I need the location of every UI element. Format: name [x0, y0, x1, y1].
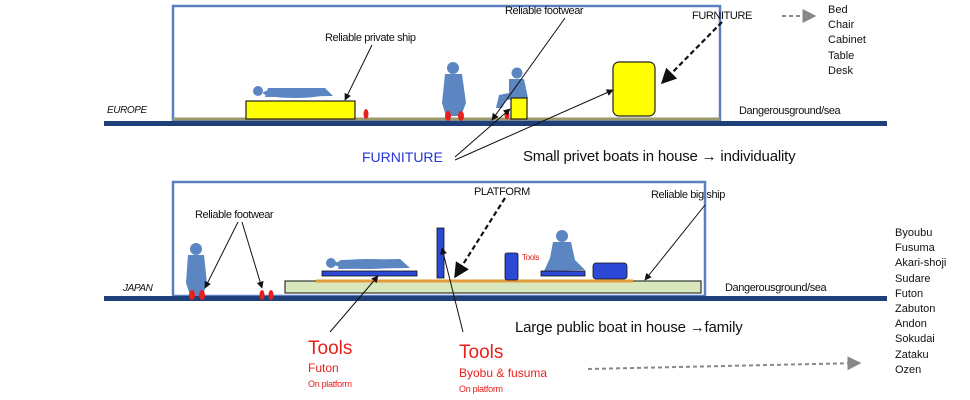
europe-standing-figure — [442, 62, 466, 116]
japan-item: Zataku — [895, 348, 929, 361]
japan-zabuton — [540, 270, 586, 277]
europe-ship-pointer — [344, 44, 373, 101]
japan-item: Andon — [895, 318, 927, 331]
japan-sleeping-figure — [326, 258, 410, 269]
europe-furniture-dashed-arrow — [660, 21, 723, 85]
furniture-item: Table — [828, 49, 855, 62]
japan-caption: Large public boat in house →family — [515, 319, 743, 336]
japan-shoe-3 — [259, 290, 265, 300]
europe-footwear-pointer — [491, 17, 566, 121]
japan-tool-stand — [504, 252, 519, 281]
japan-items-list: Byoubu Fusuma Akari-shoji Sudare Futon Z… — [895, 226, 946, 378]
japan-footwear-pointer-2 — [241, 221, 264, 289]
japan-standing-figure — [186, 243, 207, 295]
japan-platform — [284, 280, 702, 294]
japan-futon — [321, 270, 418, 277]
europe-furniture-heading: FURNITURE — [692, 10, 752, 22]
europe-region-label: EUROPE — [107, 105, 147, 116]
europe-cabinet — [612, 61, 656, 117]
japan-region-label: JAPAN — [123, 283, 153, 294]
japan-tools-byobu-pointer — [440, 247, 464, 333]
japan-shoe-1 — [189, 290, 195, 300]
japan-item: Sokudai — [895, 333, 935, 346]
europe-furniture-to-cabinet — [454, 89, 614, 161]
japan-ground-label: Dangerousground/sea — [725, 282, 827, 294]
europe-seated-figure — [496, 67, 528, 108]
tools-byobu-note: On platform — [459, 384, 503, 394]
europe-caption: Small privet boats in house → individual… — [523, 148, 796, 165]
europe-chair — [510, 97, 528, 120]
japan-footwear-label: Reliable footwear — [195, 209, 274, 221]
japan-platform-label: PLATFORM — [474, 186, 530, 198]
japan-item: Ozen — [895, 363, 922, 376]
furniture-item: Chair — [828, 19, 855, 32]
tools-futon-note: On platform — [308, 379, 352, 389]
europe-shoe-2 — [445, 111, 451, 121]
japan-ship-label: Reliable big ship — [651, 189, 725, 201]
japan-tools-futon-pointer — [329, 275, 379, 333]
japan-item: Futon — [895, 287, 924, 300]
tools-futon-sub: Futon — [308, 361, 339, 375]
europe-ship-label: Reliable private ship — [325, 32, 416, 44]
europe-ground-bar — [104, 121, 887, 126]
europe-bed — [245, 100, 356, 120]
japan-items-dashed-arrow — [587, 356, 862, 371]
tools-byobu-sub: Byobu & fusuma — [459, 366, 548, 380]
japan-footwear-pointer-1 — [204, 221, 239, 289]
japan-tools-tag: Tools — [522, 253, 540, 262]
japan-item: Sudare — [895, 272, 931, 285]
europe-furniture-callout: FURNITURE — [362, 149, 443, 165]
furniture-item: Cabinet — [828, 34, 866, 47]
japan-ship-pointer — [644, 204, 706, 281]
japan-item: Zabuton — [895, 303, 936, 316]
tools-futon-title: Tools — [308, 338, 353, 359]
furniture-item: Desk — [828, 64, 854, 77]
japan-seated-figure — [544, 230, 585, 271]
europe-shoe-3 — [458, 111, 464, 121]
japan-platform-dashed-arrow — [454, 197, 506, 279]
europe-ground-label: Dangerousground/sea — [739, 105, 841, 117]
japan-item: Akari-shoji — [895, 257, 947, 270]
europe-furniture-list: Bed Chair Cabinet Table Desk — [828, 3, 866, 79]
tools-byobu-title: Tools — [459, 342, 504, 363]
europe-sleeping-figure — [253, 86, 333, 98]
furniture-item: Bed — [828, 4, 848, 16]
europe-shoe-1 — [363, 109, 369, 119]
japan-ground-bar — [104, 296, 887, 301]
europe-footwear-label: Reliable footwear — [505, 5, 584, 17]
japan-item: Fusuma — [895, 242, 935, 255]
japan-shoe-4 — [268, 290, 274, 300]
japan-shoe-2 — [199, 290, 205, 300]
japan-low-table — [592, 262, 628, 280]
japan-item: Byoubu — [895, 227, 933, 239]
europe-furniture-to-chair — [454, 108, 511, 158]
